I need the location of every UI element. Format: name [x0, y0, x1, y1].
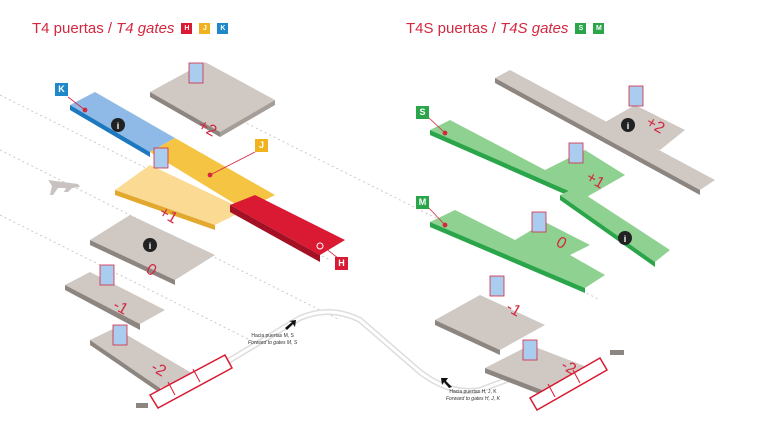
t4s-level-plus2 — [495, 70, 715, 195]
airplane-icon — [48, 180, 80, 195]
train-icon — [136, 353, 234, 409]
zone-j-label: J — [255, 139, 268, 152]
t4s-note-es: Hacia puertas H, J, K — [449, 389, 497, 395]
t4s-pier-s — [430, 120, 625, 203]
svg-text:i: i — [149, 241, 152, 251]
zone-h-badge: H — [181, 23, 193, 34]
t4-level-plus2 — [150, 62, 275, 137]
t4-level-numbers: +2 +1 0 -1 -2 — [110, 117, 219, 381]
svg-text:i: i — [624, 234, 627, 244]
t4s-title-en: T4S gates — [500, 20, 569, 37]
svg-text:+2: +2 — [643, 114, 667, 138]
t4-note-en: Forward to gates M, S — [248, 340, 298, 346]
elevator-icon — [489, 85, 644, 361]
svg-text:i: i — [627, 121, 630, 131]
info-icon: i i — [618, 118, 635, 245]
t4s-title: T4S puertas / T4S gates S M — [406, 20, 605, 37]
t4-direction-note: Hacia puertas M, S Forward to gates M, S — [248, 333, 297, 347]
t4-title-en: T4 gates — [116, 20, 175, 37]
svg-text:+1: +1 — [156, 204, 180, 228]
svg-text:+1: +1 — [583, 169, 607, 193]
zone-j-badge: J — [199, 23, 211, 34]
zone-m-label: M — [416, 196, 429, 209]
zone-m-badge: M — [593, 23, 605, 34]
zone-k-label: K — [55, 83, 68, 96]
zone-s-label: S — [416, 106, 429, 119]
t4-level-minus1 — [65, 272, 165, 330]
t4s-level-minus1 — [435, 295, 545, 355]
arrow-icon — [285, 320, 452, 388]
t4s-direction-note: Hacia puertas H, J, K Forward to gates H… — [446, 389, 500, 403]
zone-h-label: H — [335, 257, 348, 270]
svg-text:+2: +2 — [195, 117, 219, 141]
t4s-pier-m — [430, 188, 670, 293]
t4s-title-es: T4S puertas / — [406, 20, 497, 37]
train-icon — [528, 350, 624, 412]
t4-note-es: Hacia puertas M, S — [251, 333, 294, 339]
t4s-note-en: Forward to gates H, J, K — [446, 396, 500, 402]
info-icon: i i — [111, 118, 157, 252]
t4-title: T4 puertas / T4 gates H J K — [32, 20, 229, 37]
t4-pier-h — [230, 195, 345, 262]
t4-title-es: T4 puertas / — [32, 20, 113, 37]
zone-s-badge: S — [575, 23, 587, 34]
zone-k-badge: K — [217, 23, 229, 34]
zone-connectors — [67, 96, 448, 259]
elevator-icon — [99, 62, 204, 346]
svg-text:i: i — [117, 121, 120, 131]
